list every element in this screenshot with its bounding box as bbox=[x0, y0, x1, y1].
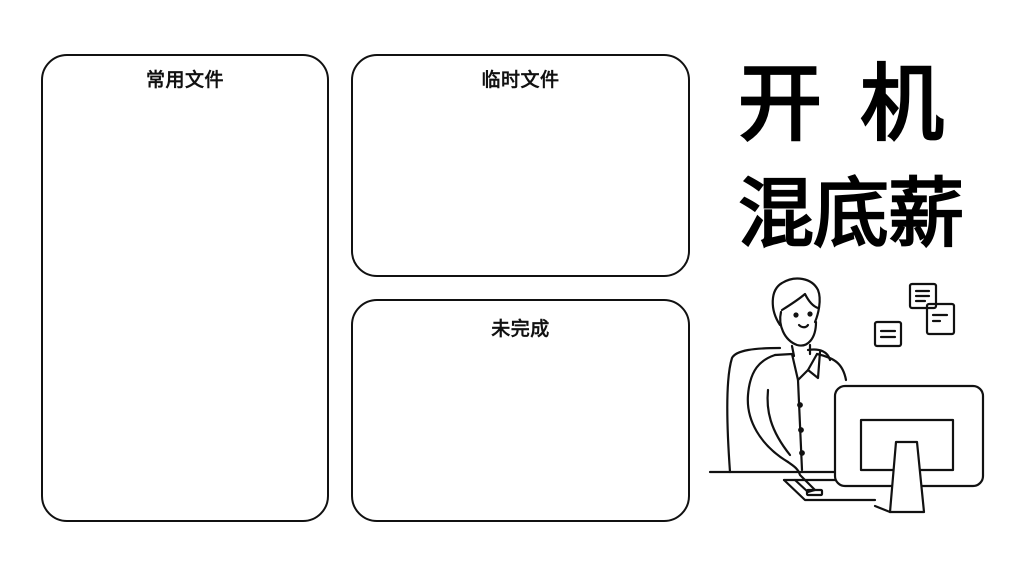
common-files-panel: 常用文件 bbox=[41, 54, 329, 522]
temp-files-title: 临时文件 bbox=[481, 69, 560, 91]
common-files-title: 常用文件 bbox=[145, 69, 224, 91]
note-icon bbox=[873, 320, 903, 348]
person-at-computer-illustration bbox=[708, 277, 985, 514]
unfinished-title: 未完成 bbox=[491, 318, 550, 340]
note-icon bbox=[908, 282, 938, 310]
headline-line-1: 开机 bbox=[738, 55, 983, 153]
unfinished-panel: 未完成 bbox=[351, 299, 690, 522]
headline-line-2: 混底薪 bbox=[738, 169, 964, 258]
temp-files-panel: 临时文件 bbox=[351, 54, 690, 277]
note-icon bbox=[925, 302, 956, 336]
